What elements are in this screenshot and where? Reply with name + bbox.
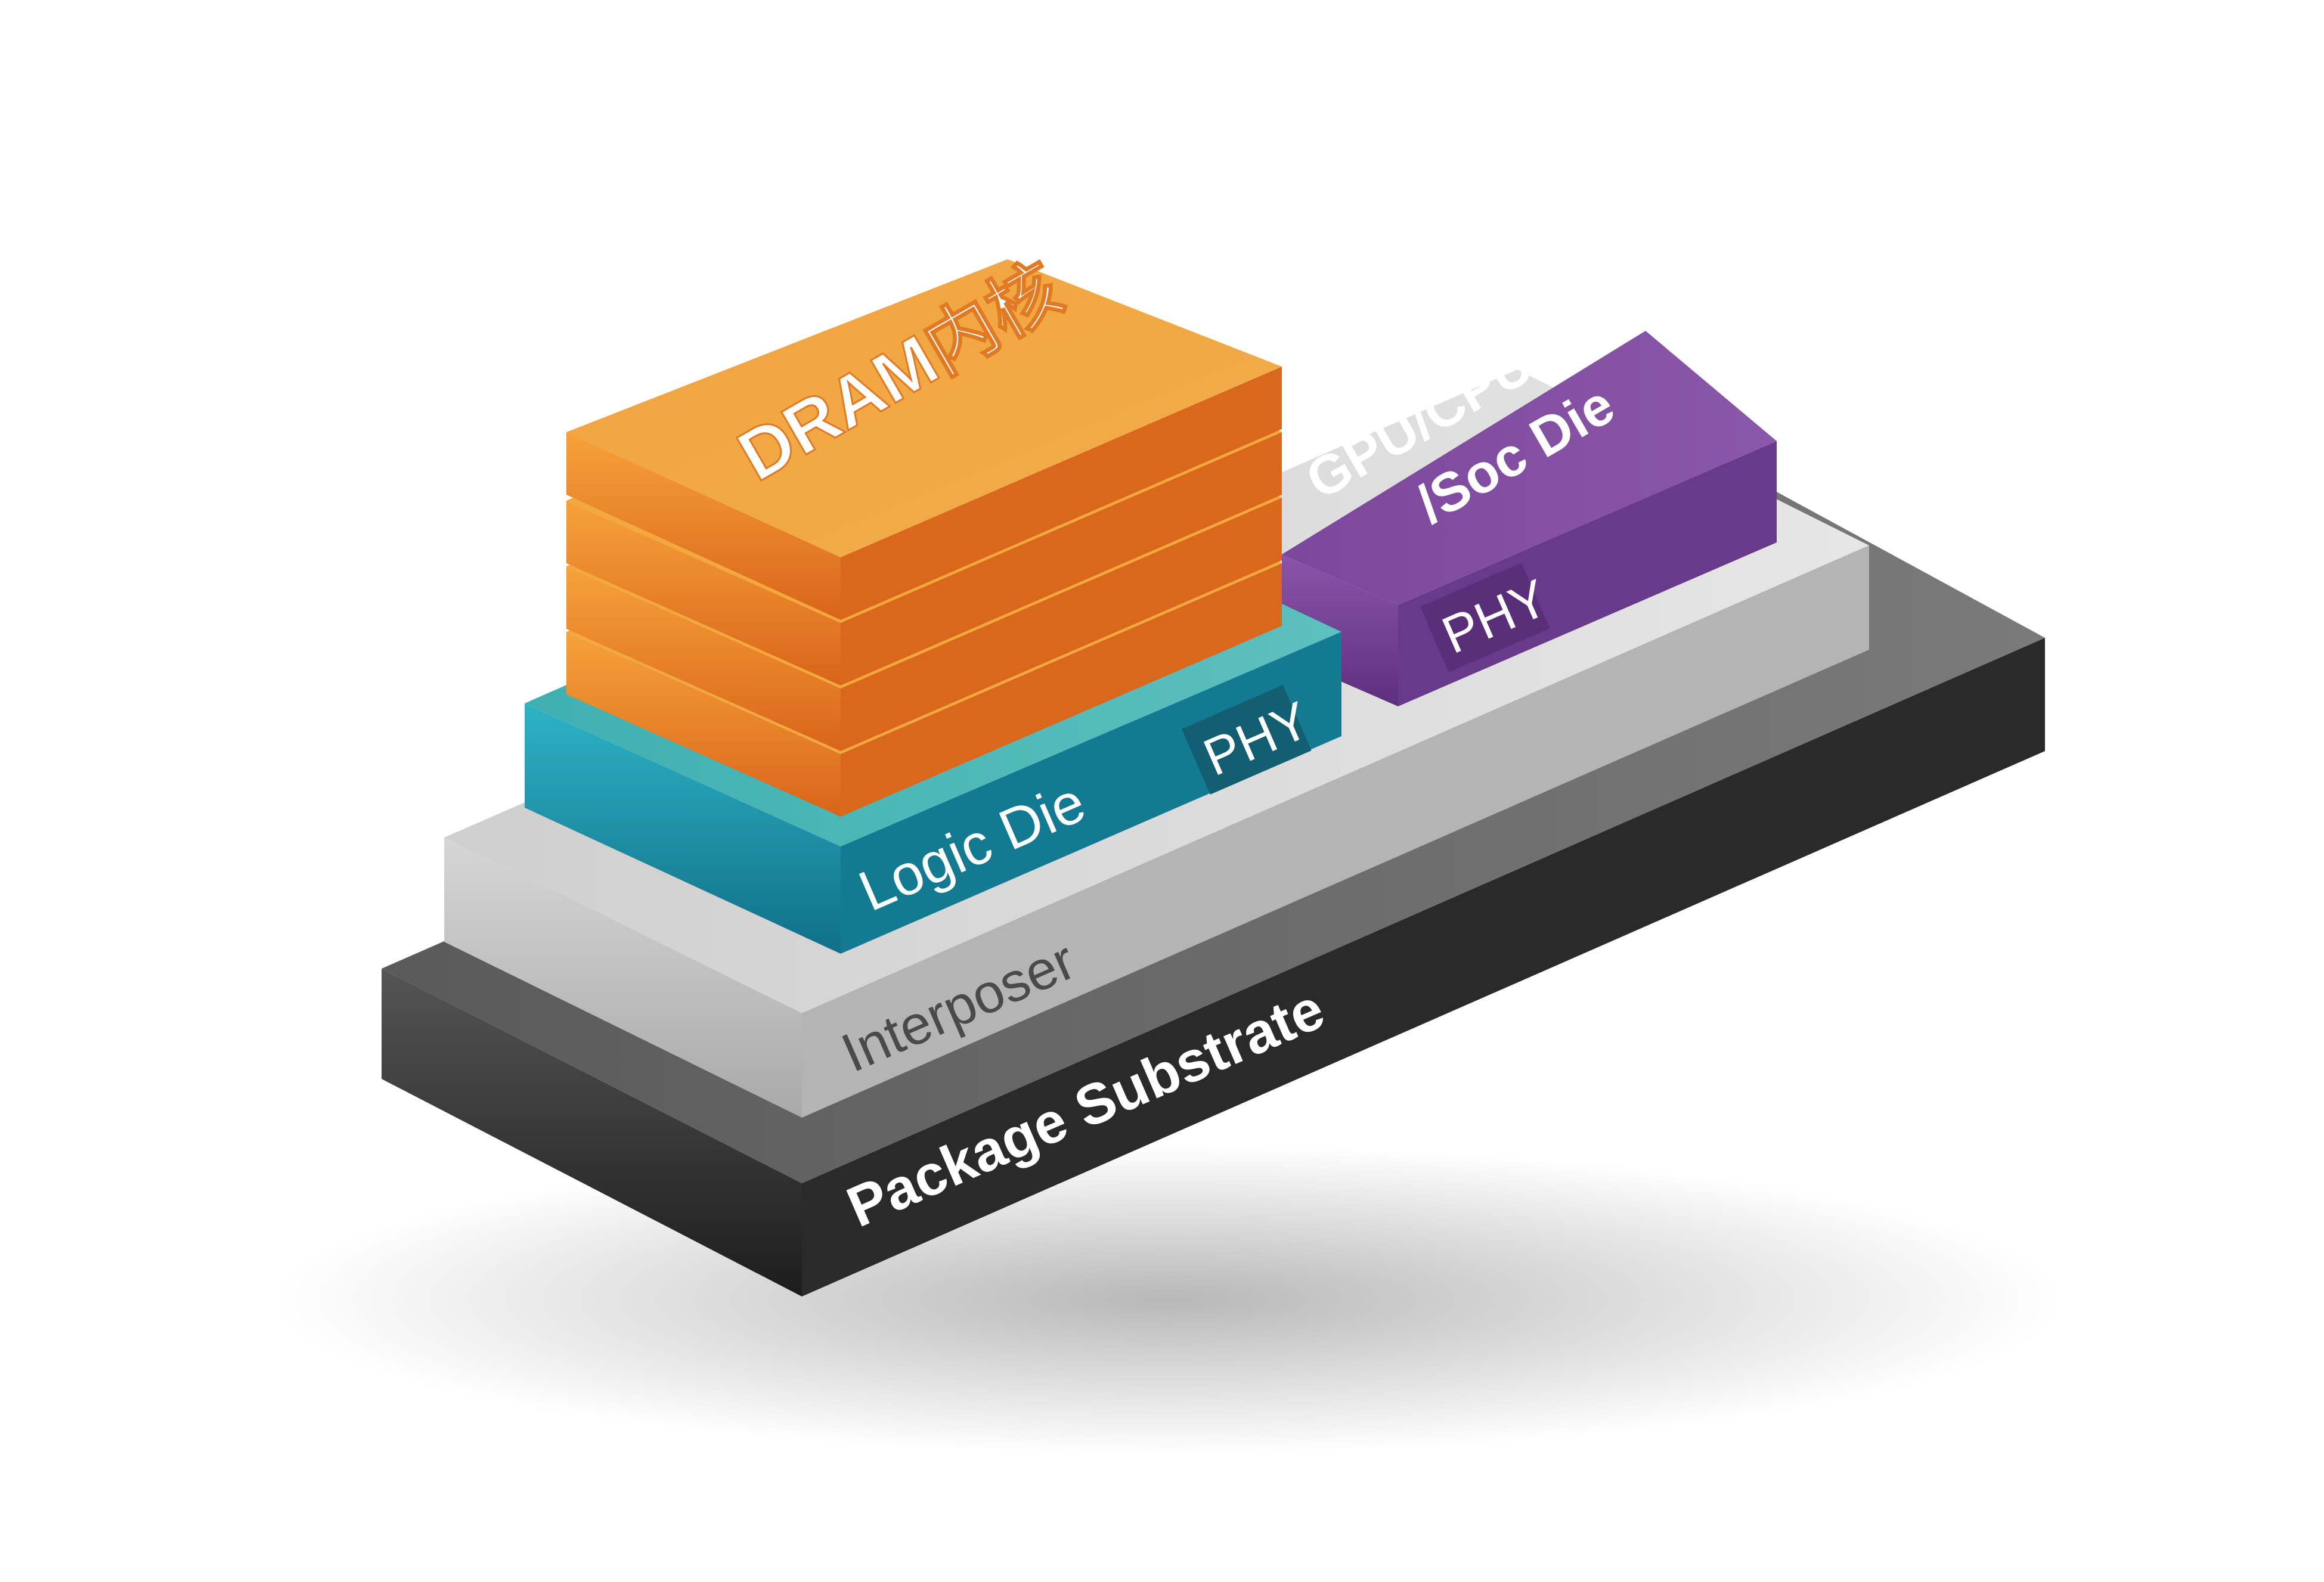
dram-layer-2-right-face (841, 432, 1282, 685)
dram-layer-4-front-face (566, 632, 841, 817)
interposer-right-face (802, 545, 1869, 1118)
soc-die-top-face (1282, 331, 1777, 605)
dram-layer-1-top-face (566, 259, 1282, 557)
logic-die-front-face (525, 703, 841, 954)
dram-layer-3-front-face (566, 566, 841, 751)
soc-die-block: GPU/CPU /Soc Die PHY (1282, 331, 1777, 706)
dram-layer-1-right-face (841, 367, 1282, 620)
dram-layer-2-front-face (566, 501, 841, 685)
dram-stack: DRAM内核 (566, 247, 1282, 817)
dram-layer-1: DRAM内核 (566, 247, 1282, 620)
logic-die-right-face (841, 632, 1341, 954)
interposer-front-face (444, 837, 802, 1118)
package-substrate-front-face (382, 969, 802, 1296)
ground-shadow (274, 1144, 2063, 1454)
dram-layer-3-right-face (841, 498, 1282, 751)
dram-layer-1-front-face (566, 432, 841, 620)
soc-die-phy-box (1420, 563, 1550, 672)
dram-layer-4-right-face (841, 563, 1282, 817)
logic-die-phy-box (1182, 685, 1312, 795)
package-substrate-right-face (802, 638, 2045, 1296)
